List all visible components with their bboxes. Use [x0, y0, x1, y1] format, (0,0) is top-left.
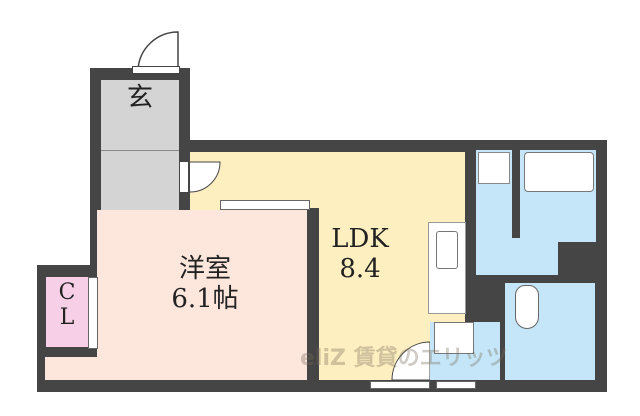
- western-room-strip: [45, 357, 288, 380]
- western-name: 洋室: [178, 254, 231, 284]
- western-room: [97, 210, 307, 380]
- ldk-label: LDK 8.4: [320, 224, 400, 285]
- toilet-icon: [515, 285, 539, 329]
- washroom-door-icon: [391, 341, 430, 380]
- washing-machine-icon: [478, 152, 510, 184]
- sliding-door[interactable]: [220, 200, 310, 210]
- kitchen-sink-icon: [436, 231, 458, 269]
- bathtub-icon: [524, 152, 594, 192]
- window-bottom-2: [436, 381, 476, 389]
- wash-basin-icon: [434, 322, 474, 354]
- ldk-name: LDK: [331, 224, 389, 254]
- closet: [46, 277, 88, 347]
- washroom-lower: [476, 240, 558, 275]
- genkan-label: 玄: [126, 83, 153, 113]
- closet-c: C: [58, 280, 76, 305]
- closet-label: C L: [46, 280, 88, 331]
- watermark-logo: eliZ 賃貸のエリッツ: [300, 346, 508, 371]
- ldk-door-icon: [180, 161, 221, 193]
- ldk-size: 8.4: [339, 253, 381, 284]
- genkan-step: [101, 150, 179, 151]
- bath-partition: [512, 150, 520, 238]
- window-bottom-1: [370, 381, 430, 389]
- closet-l: L: [59, 305, 75, 331]
- western-label: 洋室 6.1帖: [150, 254, 260, 315]
- western-size: 6.1帖: [171, 283, 239, 314]
- entrance-door[interactable]: [132, 66, 180, 74]
- interior-wall: [307, 208, 319, 380]
- closet-door[interactable]: [88, 277, 98, 349]
- kitchen-counter: [428, 222, 466, 314]
